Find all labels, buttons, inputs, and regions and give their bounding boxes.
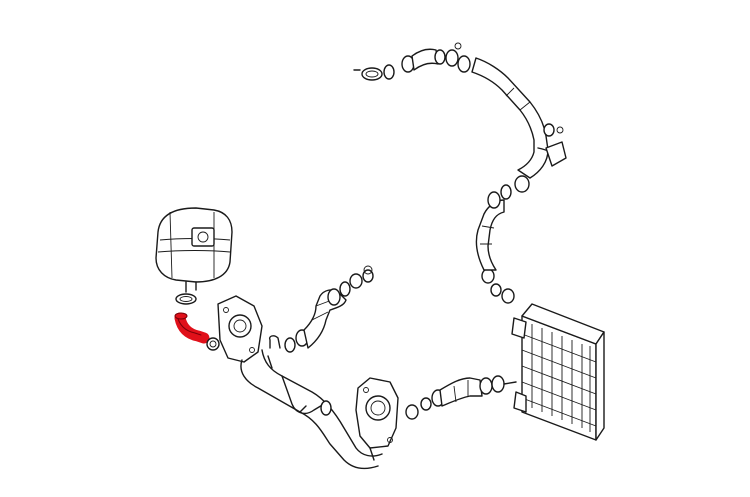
turbo-flange-left — [217, 295, 263, 363]
lower-y-pipe — [240, 335, 383, 470]
clamp-ring-tank — [175, 293, 197, 305]
turbo-flange-right — [355, 377, 399, 461]
lower-intercooler-pipe — [405, 375, 517, 420]
highlighted-hose — [174, 312, 210, 344]
expansion-tank — [155, 207, 233, 293]
right-vertical-pipe — [475, 175, 530, 304]
upper-charge-pipe — [445, 42, 567, 179]
top-left-clamps — [353, 48, 446, 81]
clamp-ring-hose — [206, 337, 220, 351]
middle-left-pipe — [284, 265, 374, 353]
intercooler — [511, 303, 605, 441]
